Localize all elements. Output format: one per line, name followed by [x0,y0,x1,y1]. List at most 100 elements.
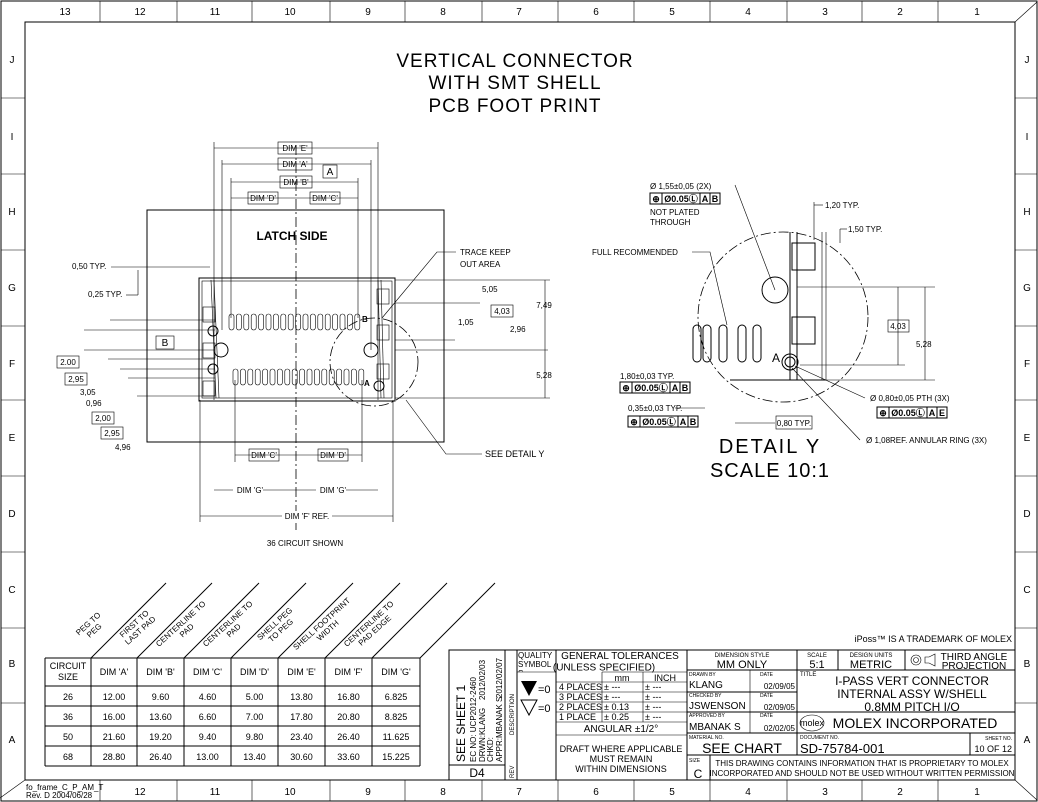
table-cell: 23.40 [290,732,313,742]
zone-column-bottom: 5 [669,787,675,798]
pad [273,313,279,331]
zone-row-left: A [9,735,16,746]
table-cell: 4.60 [199,692,217,702]
zone-row-right: J [1025,55,1030,66]
fcf-cell: ⊕ [630,417,638,427]
part-title-2: INTERNAL ASSY W/SHELL [837,687,987,701]
dim-a-label: DIM 'A' [282,160,308,169]
title-block: iPoss™ IS A TRADEMARK OF MOLEX SEE SHEET… [448,634,1016,781]
datum-b-label: B [162,338,169,349]
fcf-cell: B [682,383,689,393]
table-cell: 11.625 [383,732,410,742]
slant-header: CENTERLINE TO [201,599,254,648]
dim-749: 7,49 [536,301,552,310]
critical-symbol-icon [521,681,537,696]
pth-note: Ø 0,80±0,05 PTH (3X) [870,394,950,403]
zone-column-bottom: 3 [822,787,828,798]
tolerance-mm: ± --- [604,682,620,692]
tolerance-inch: ± --- [645,692,661,702]
slot-pad [702,324,712,363]
detail-y-label: DETAIL Y [719,436,821,458]
zone-column-top: 1 [974,7,980,18]
column-header: DIM 'A' [100,667,129,677]
table-cell: 30.60 [290,752,313,762]
approved-rev: APPR:MBANAK S [495,697,504,762]
pad [228,313,235,331]
pad [232,368,239,386]
fcf-cell: A [672,383,679,393]
tolerance-subheader: (UNLESS SPECIFIED) [553,663,655,674]
table-cell: 17.80 [290,712,313,722]
approved-date-label: DATE [760,713,774,719]
table-cell: 26.40 [337,732,360,742]
pad [306,368,313,386]
third-angle-projection-icon [910,653,936,667]
checked-by: JSWENSON [689,701,746,712]
document-label: DOCUMENT NO. [800,735,839,741]
pad-row-top [228,313,361,331]
dim-505: 5,05 [482,285,498,294]
pad [351,368,357,386]
sheet-label: SHEET NO. [985,736,1012,742]
dim-b-label: DIM 'B' [283,178,309,187]
table-cell: 20.80 [337,712,360,722]
see-detail-y-label: SEE DETAIL Y [485,449,544,459]
slot-pad [752,324,762,363]
column-header: SIZE [58,672,78,682]
dim-296: 2,96 [510,325,526,334]
fcf-cell: Ø0.05Ⓛ [891,407,925,418]
title-line-3: PCB FOOT PRINT [428,96,601,117]
pad [254,368,261,386]
table-cell: 9.60 [152,692,170,702]
zone-row-left: H [8,207,15,218]
part-title-1: I-PASS VERT CONNECTOR [835,674,989,688]
detail-datum-a: A [772,351,780,365]
dim-080-typ: 0,80 TYP. [777,419,811,428]
detail-y-callout-circle [329,317,419,407]
zone-row-right: G [1023,283,1031,294]
document-number: SD-75784-001 [800,741,885,756]
part-title-3: 0.8MM PITCH I/O [864,700,959,714]
significant-symbol-icon [520,699,538,717]
table-cell: 16.80 [337,692,360,702]
tolerance-mm: ± 0.25 [604,712,629,722]
scale-label: SCALE [807,653,827,659]
dim-496: 4,96 [115,443,131,452]
column-header: DIM 'B' [146,667,175,677]
datum-b-small: B [362,315,368,324]
size-label: SIZE [689,758,701,764]
frame-revision: Rev. D 2004/06/28 [26,791,93,800]
fcf-cell: Ø0.05Ⓛ [664,193,698,204]
sheet-number: 10 OF 12 [974,744,1012,754]
ec-number: EC NO: UCP2012-2460 [469,677,478,762]
zone-column-bottom: 10 [284,787,296,798]
drawn-date-label: DATE [760,672,774,678]
dim-d-bottom-label: DIM 'D' [320,451,346,460]
pad [280,313,287,331]
dim-c-top-label: DIM 'C' [312,194,338,203]
dim-403: 4,03 [494,307,510,316]
latch-side-label: LATCH SIDE [256,229,327,243]
pad [240,368,246,386]
table-cell: 26.40 [149,752,172,762]
table-cell: 33.60 [337,752,360,762]
zone-row-left: F [9,359,15,370]
fcf-cell: B [712,194,719,204]
fcf-cell: B [690,417,697,427]
fcf-cell: ⊕ [652,194,660,204]
dimension-style: MM ONLY [717,659,768,671]
pad [302,313,309,331]
table-cell: 13.00 [196,752,219,762]
fcf-cell: E [939,408,945,418]
zone-column-top: 3 [822,7,828,18]
general-tolerances: GENERAL TOLERANCES (UNLESS SPECIFIED) mm… [553,651,687,774]
pad [284,368,291,386]
zone-column-bottom: 4 [745,787,751,798]
zone-column-bottom: 6 [593,787,599,798]
tolerance-header: GENERAL TOLERANCES [561,651,679,662]
dim-025-typ: 0,25 TYP. [88,290,122,299]
table-cell: 13.40 [243,752,266,762]
table-cell: 6.60 [199,712,217,722]
datum-a-small: A [364,379,370,388]
